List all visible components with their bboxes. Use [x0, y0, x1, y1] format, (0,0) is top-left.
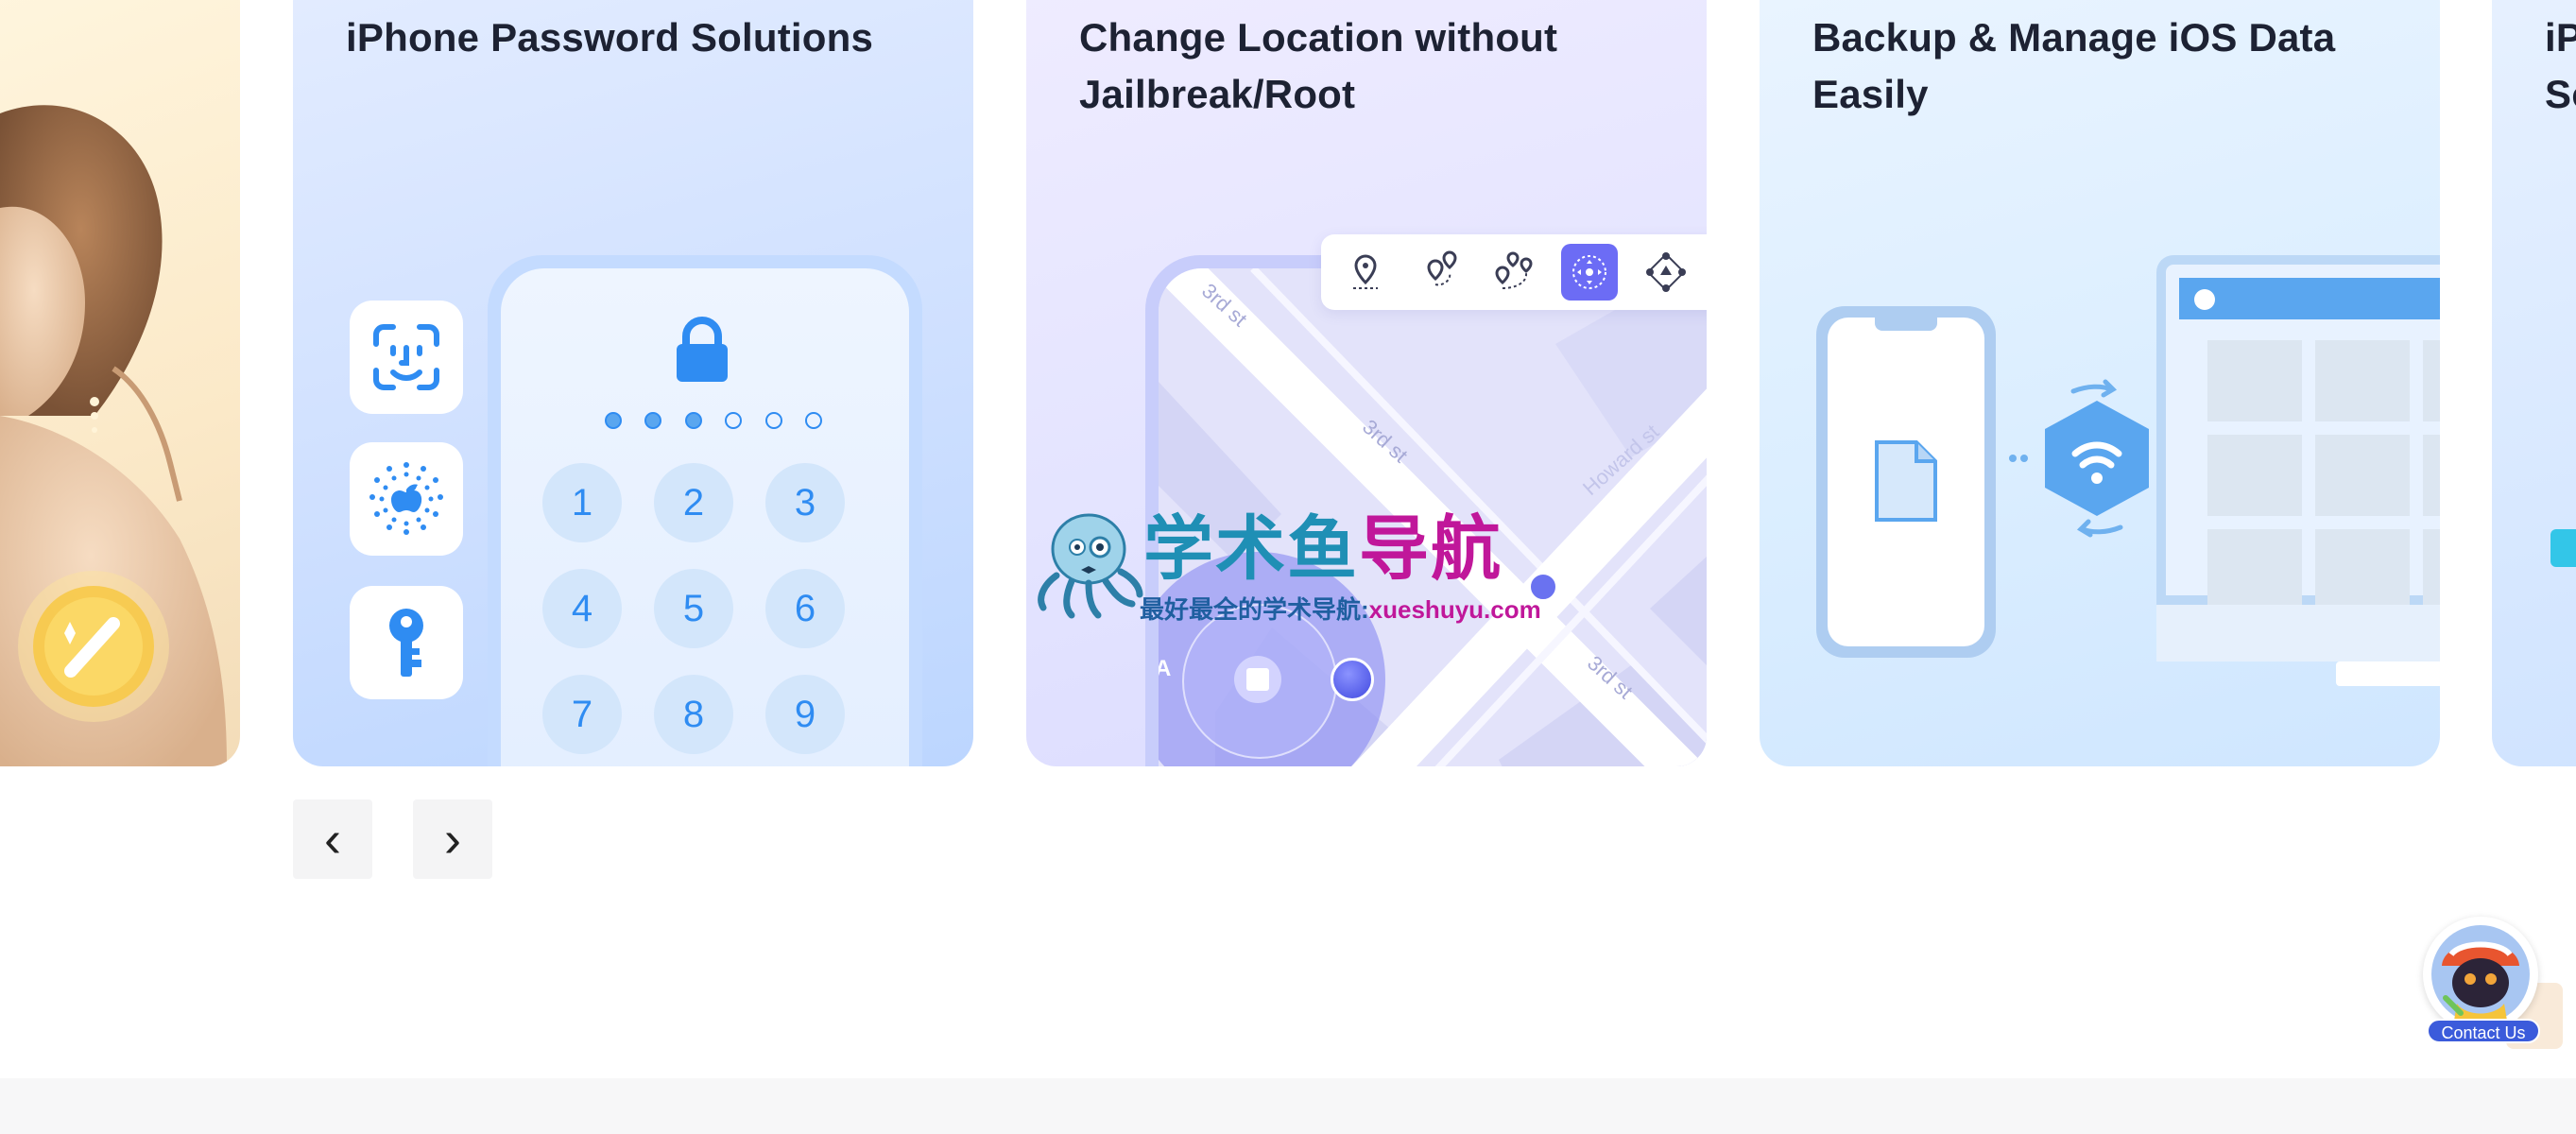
- keypad-key[interactable]: 5: [654, 569, 733, 648]
- pin-dot-filled: [684, 412, 702, 429]
- keypad-key[interactable]: 6: [765, 569, 845, 648]
- carousel-next-button[interactable]: ›: [413, 799, 492, 879]
- feature-card-password[interactable]: iPhone Password Solutions: [293, 0, 973, 766]
- feature-card-photo[interactable]: [0, 0, 240, 766]
- key-icon: [389, 609, 423, 677]
- mode-toolbar: [1321, 234, 1707, 310]
- computer-monitor: [2156, 255, 2440, 699]
- grid-cell: [2207, 529, 2302, 610]
- keypad-key[interactable]: 2: [654, 463, 733, 542]
- feature-card-partial[interactable]: iP So: [2492, 0, 2576, 766]
- grid-cell: [2315, 435, 2410, 516]
- phone-mockup: 3rd st 3rd st Howard st 3rd st A S: [1145, 255, 1707, 766]
- grid-cell: [2315, 340, 2410, 421]
- chevron-left-icon: ‹: [324, 811, 341, 868]
- keypad-key[interactable]: 7: [542, 675, 622, 754]
- keypad-key[interactable]: 3: [765, 463, 845, 542]
- face-id-tile: [350, 301, 463, 414]
- card-title: Backup & Manage iOS Data Easily: [1812, 15, 2336, 116]
- joystick-mode-icon[interactable]: [1561, 244, 1618, 301]
- grid-cell: [2423, 435, 2440, 516]
- watermark-subtitle: 最好最全的学术导航:xueshuyu.com: [1140, 595, 1541, 624]
- location-dot: [1527, 571, 1559, 603]
- key-tile: [350, 586, 463, 699]
- card-title: iPhone Password Solutions: [346, 15, 874, 60]
- carousel-prev-button[interactable]: ‹: [293, 799, 372, 879]
- pin-dot-filled: [644, 412, 662, 429]
- pin-dot-empty: [764, 412, 782, 429]
- grid-cell: [2207, 340, 2302, 421]
- grid-cell: [2423, 529, 2440, 610]
- joystick[interactable]: A S: [1159, 552, 1385, 766]
- jump-teleport-icon[interactable]: [1640, 247, 1692, 298]
- watermark-title: 学术鱼导航: [1143, 509, 1503, 588]
- chevron-right-icon: ›: [444, 811, 461, 868]
- contact-us-widget[interactable]: Contact Us: [2419, 917, 2563, 1049]
- phone-mockup: [1816, 306, 1996, 658]
- watermark: 学术鱼导航 最好最全的学术导航:xueshuyu.com: [1030, 506, 1559, 628]
- contact-us-label: Contact Us: [2427, 1019, 2540, 1043]
- card-title: iP So: [2545, 15, 2576, 116]
- grid-cell: [2315, 529, 2410, 610]
- apple-id-icon: [369, 462, 443, 535]
- file-icon: [1875, 440, 1937, 522]
- mascot-avatar-icon: [2431, 925, 2530, 1026]
- grid-cell: [2423, 340, 2440, 421]
- feature-card-backup[interactable]: Backup & Manage iOS Data Easily: [1760, 0, 2440, 766]
- partial-illustration: [2550, 529, 2576, 567]
- octopus-logo-icon: [1038, 513, 1143, 619]
- joystick-letter: A: [1159, 656, 1172, 681]
- grid-cell: [2207, 435, 2302, 516]
- apple-id-tile: [350, 442, 463, 556]
- keypad-key[interactable]: 1: [542, 463, 622, 542]
- woman-photo-illustration: [0, 105, 227, 766]
- pin-dots: [605, 412, 822, 433]
- pin-dot-empty: [725, 412, 743, 429]
- keypad-key[interactable]: 4: [542, 569, 622, 648]
- pin-dot-filled: [605, 412, 622, 429]
- footer-band: [0, 1078, 2576, 1134]
- keypad-key[interactable]: 9: [765, 675, 845, 754]
- keypad-key[interactable]: 8: [654, 675, 733, 754]
- joystick-knob[interactable]: [1331, 658, 1374, 701]
- pin-dot-empty: [804, 412, 822, 429]
- card-title: Change Location without Jailbreak/Root: [1079, 15, 1558, 116]
- multi-pin-route-icon[interactable]: [1487, 247, 1538, 298]
- pin-icon[interactable]: [1340, 247, 1391, 298]
- two-pin-route-icon[interactable]: [1414, 247, 1465, 298]
- face-id-icon: [373, 324, 439, 390]
- lock-icon: [677, 317, 728, 382]
- feature-card-location[interactable]: Change Location without Jailbreak/Root 3…: [1026, 0, 1707, 766]
